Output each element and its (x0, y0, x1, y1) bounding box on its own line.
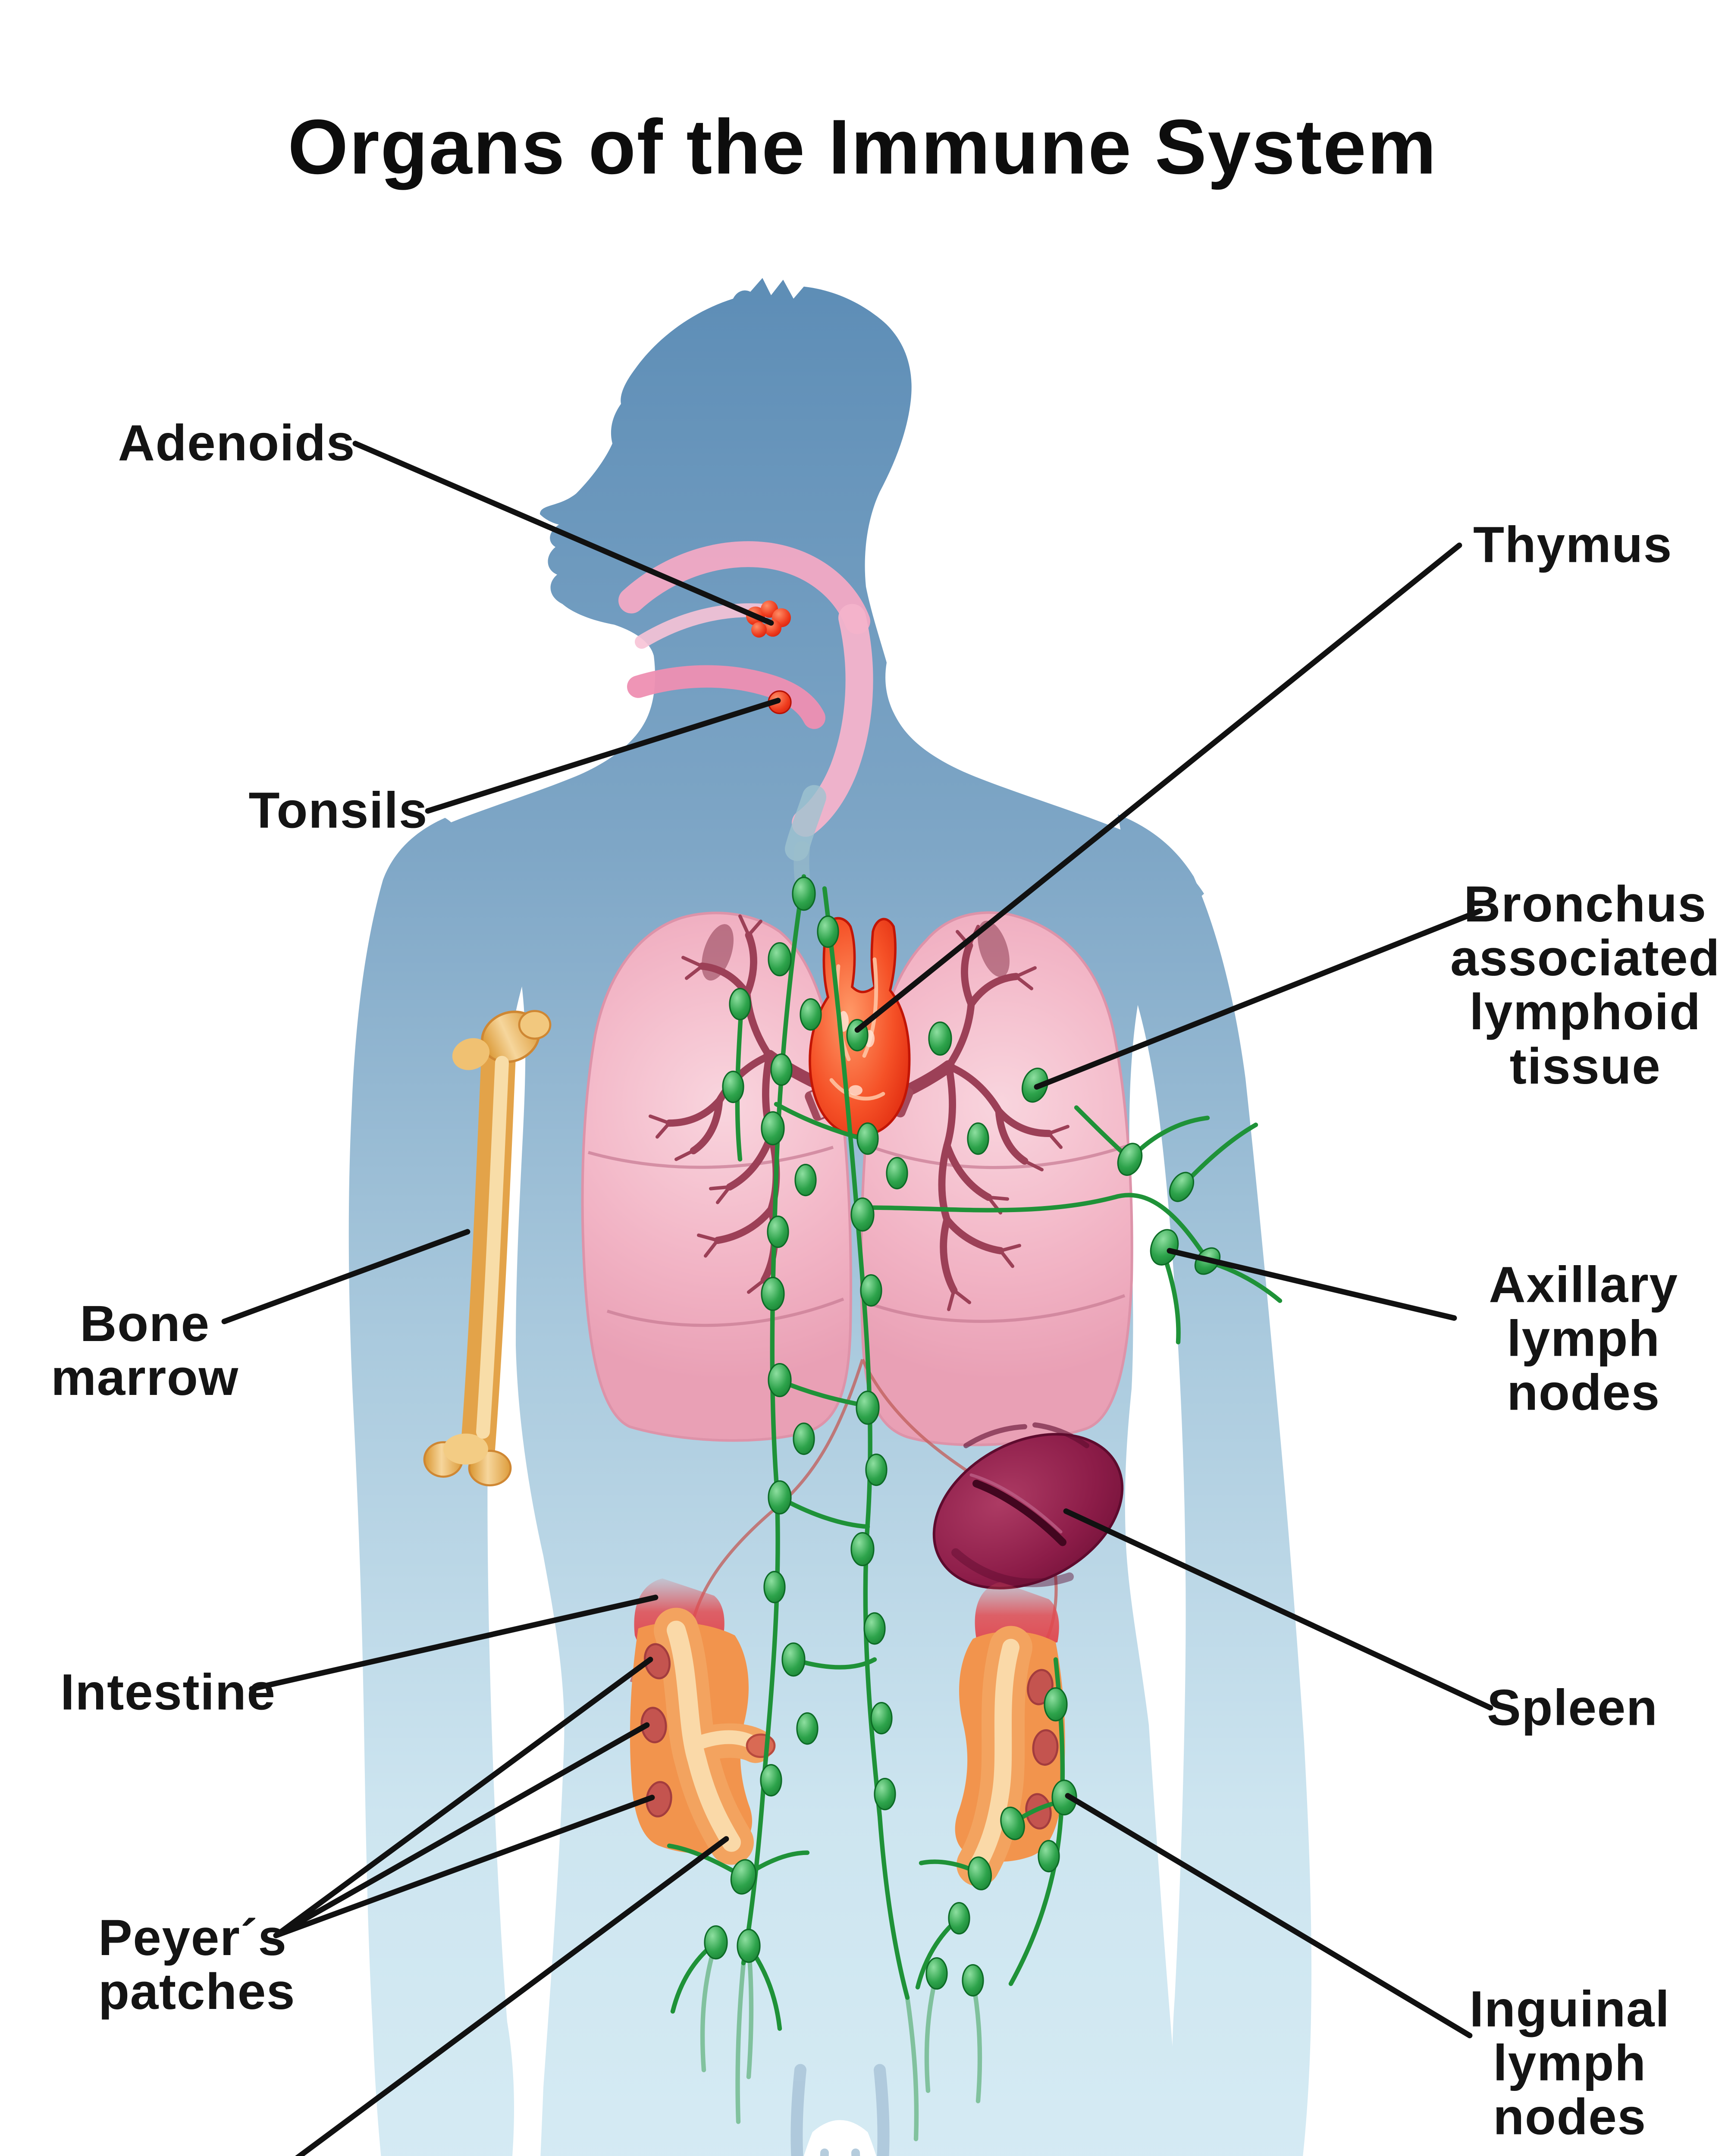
bone-marrow-bone (423, 1010, 552, 1486)
lungs (581, 911, 1133, 1446)
peyers-patches-left (640, 1643, 672, 1818)
leader-line-adenoids (352, 441, 774, 626)
page-title: Organs of the Immune System (288, 103, 1437, 191)
leader-line-peyers-3 (273, 1795, 655, 1938)
leader-line-bone-marrow (221, 1229, 470, 1324)
intestine-right-segment (955, 1582, 1065, 1887)
leader-line-thymus (854, 542, 1462, 1033)
intestine-left-segment (630, 1578, 776, 1865)
inguinal-node (1051, 1779, 1077, 1816)
leader-line-peyers-2 (273, 1722, 650, 1938)
spleen-organ (932, 1422, 1124, 1589)
leader-line-peyers-1 (273, 1657, 653, 1938)
leader-line-tonsils (425, 698, 781, 814)
leader-lines (221, 441, 1493, 2156)
leader-line-axillary (1167, 1248, 1457, 1321)
leader-line-intestine (249, 1595, 659, 1692)
leader-line-balt (1034, 908, 1483, 1090)
leader-line-spleen (1063, 1508, 1493, 1711)
leader-line-inguinal (1065, 1793, 1473, 2038)
peyers-patches-right (1025, 1669, 1059, 1830)
right-arm (1118, 814, 1312, 2156)
throat-passage (618, 541, 873, 905)
lymph-nodes (704, 876, 1221, 1997)
leader-line-appendix (295, 1836, 729, 2156)
